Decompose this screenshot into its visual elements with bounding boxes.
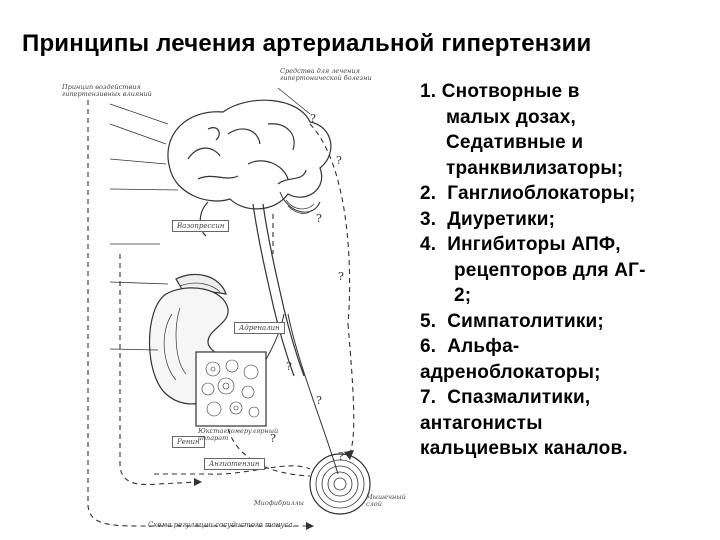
question-mark: ?: [310, 112, 316, 125]
list-number: 3.: [420, 208, 437, 230]
cerebellum: [279, 191, 321, 213]
question-mark: ?: [338, 450, 344, 463]
list-item-7-cont: кальциевых каналов.: [420, 438, 628, 459]
list-text: Ингибиторы АПФ,: [447, 234, 621, 255]
list-text: Диуретики;: [447, 208, 556, 230]
list-text: Симпатолитики;: [447, 310, 604, 332]
question-mark: ?: [338, 270, 344, 283]
label-juxtaglomerular: Юкстагломерулярный аппарат: [198, 427, 279, 442]
vascular-tone-diagram: Принцип воздействия гипертензивных влиян…: [48, 64, 410, 534]
list-item-1-cont: малых дозах,: [446, 106, 576, 128]
list-number: 4.: [420, 234, 437, 255]
list-item-7-cont: антагонисты: [420, 412, 543, 434]
list-number: 2.: [420, 183, 437, 204]
question-mark: ?: [316, 212, 322, 225]
juxtaglomerular-detail: [195, 351, 267, 427]
list-number: 6.: [420, 336, 437, 357]
treatment-list: 1. Снотворные в малых дозах, Седативные …: [420, 79, 710, 462]
list-item-1: 1. Снотворные в: [420, 79, 710, 105]
label-top-right: Средства для лечения гипертонической бол…: [280, 67, 372, 82]
list-item-5: 5. Симпатолитики;: [420, 309, 710, 335]
label-muscle-layer: Мышечный слой: [366, 493, 406, 508]
question-mark: ?: [270, 432, 276, 445]
list-item-6: 6. Альфа-: [420, 334, 710, 360]
list-text: Альфа-: [447, 336, 520, 357]
list-text: Ганглиоблокаторы;: [447, 183, 636, 204]
feedback-loop-outer: [87, 100, 306, 527]
list-item-4-cont: 2;: [454, 285, 472, 306]
list-item-4: 4. Ингибиторы АПФ,: [420, 232, 710, 258]
sympathetic-nerve: [287, 313, 339, 475]
figure-caption: Схема регуляции сосудистого тонуса.: [148, 521, 295, 529]
brain-outline: [167, 99, 332, 210]
slide-title: Принципы лечения артериальной гипертензи…: [22, 30, 592, 57]
list-text: Спазмалитики,: [447, 387, 591, 408]
artery-cross-section: [309, 453, 371, 515]
list-number: 1.: [420, 81, 437, 102]
label-adrenaline: Адреналин: [234, 322, 285, 334]
diagram-drawing: [87, 87, 371, 530]
list-item-3: 3. Диуретики;: [420, 207, 710, 233]
list-item-1-cont: транквилизаторы;: [446, 157, 624, 179]
label-myofibrils: Миофибриллы: [254, 499, 304, 507]
list-item-2: 2. Ганглиоблокаторы;: [420, 181, 710, 207]
label-vasopressin: Вазопрессин: [172, 220, 230, 232]
list-item-7: 7. Спазмалитики,: [420, 385, 710, 411]
list-text: Снотворные в: [441, 81, 580, 102]
list-item-4-cont: рецепторов для АГ-: [454, 259, 646, 281]
label-renin: Ренин: [172, 436, 205, 448]
label-top-left: Принцип воздействия гипертензивных влиян…: [62, 83, 152, 98]
list-number: 7.: [420, 387, 437, 408]
label-angiotensin: Ангиотензин: [204, 458, 265, 470]
list-item-6-cont: адреноблокаторы;: [420, 361, 601, 383]
question-mark: ?: [336, 154, 342, 167]
list-item-1-cont: Седативные и: [446, 132, 584, 153]
spinal-cord: [252, 203, 295, 377]
list-number: 5.: [420, 310, 437, 332]
question-mark: ?: [316, 394, 322, 407]
feedback-loop-inner: [119, 254, 199, 486]
question-mark: ?: [286, 360, 292, 373]
